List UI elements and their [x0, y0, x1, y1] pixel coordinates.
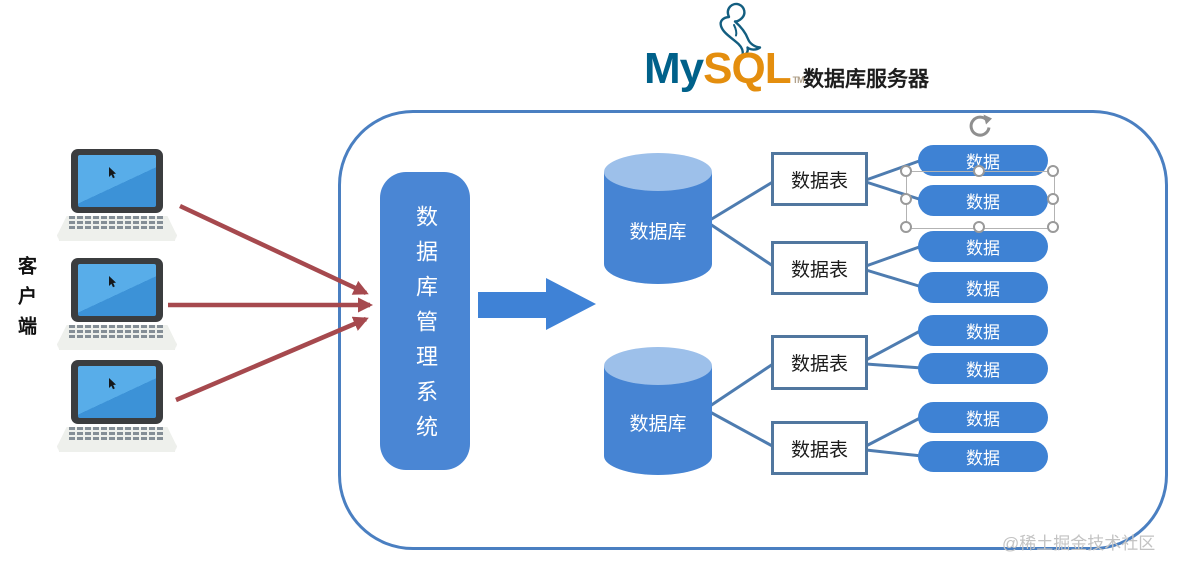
laptop-screen	[71, 360, 163, 424]
dbms-label: 数据库管理系统	[413, 205, 438, 450]
data-pill-8: 数据	[918, 441, 1048, 472]
table-box-2: 数据表	[771, 241, 868, 295]
connector-lines	[709, 158, 923, 458]
selection-handle-bottom-left[interactable]	[900, 221, 912, 233]
flow-arrow	[478, 278, 596, 330]
connector-table1-data1	[865, 158, 923, 182]
mysql-dolphin-icon	[719, 2, 762, 57]
dbms-block: 数据库管理系统	[380, 172, 470, 470]
table-box-1: 数据表	[771, 152, 868, 206]
selection-handle-top-center[interactable]	[973, 165, 985, 177]
connector-table3-data2	[865, 362, 923, 370]
request-arrow-3	[175, 316, 369, 403]
selection-handle-middle-right[interactable]	[1047, 193, 1059, 205]
connector-table3-data1	[865, 328, 923, 362]
selection-handle-top-right[interactable]	[1047, 165, 1059, 177]
selection-handle-top-left[interactable]	[900, 165, 912, 177]
rotate-handle-icon[interactable]	[965, 112, 995, 142]
client-laptop-2	[57, 258, 177, 350]
laptop-keyboard	[57, 325, 177, 350]
connector-table4-data1	[865, 415, 923, 448]
laptop-screen	[71, 258, 163, 322]
database-cylinder-2	[604, 347, 712, 475]
database-cylinder-1	[604, 153, 712, 284]
connector-db2-table1	[709, 360, 777, 408]
cursor-icon	[108, 378, 116, 390]
connector-table4-data2	[865, 448, 923, 458]
connector-table2-data1	[865, 244, 923, 268]
laptop-keyboard	[57, 216, 177, 241]
client-request-arrows	[168, 203, 374, 403]
connector-db1-table2	[709, 222, 777, 270]
selection-handle-bottom-center[interactable]	[973, 221, 985, 233]
watermark-text: @稀土掘金技术社区	[1002, 534, 1156, 553]
cursor-icon	[108, 276, 116, 288]
request-arrow-1	[179, 203, 369, 296]
database-server-caption: 数据库服务器	[803, 68, 929, 91]
table-box-3: 数据表	[771, 335, 868, 390]
connector-table2-data2	[865, 268, 923, 289]
client-laptop-1	[57, 149, 177, 241]
data-pill-7: 数据	[918, 402, 1048, 433]
client-side-label: 客户端	[15, 256, 36, 346]
data-pill-4: 数据	[918, 272, 1048, 303]
data-pill-3: 数据	[918, 231, 1048, 262]
data-pill-2: 数据	[918, 185, 1048, 216]
mysql-wordmark-sql: SQL	[703, 44, 791, 93]
cursor-icon	[108, 167, 116, 179]
connector-db1-table1	[709, 178, 777, 222]
selection-handle-bottom-right[interactable]	[1047, 221, 1059, 233]
mysql-wordmark-my: My	[644, 44, 704, 93]
client-laptop-3	[57, 360, 177, 452]
connector-table1-data2	[865, 180, 923, 202]
laptop-keyboard	[57, 427, 177, 452]
data-pill-5: 数据	[918, 315, 1048, 346]
database-1-label: 数据库	[629, 222, 687, 243]
selection-handle-middle-left[interactable]	[900, 193, 912, 205]
database-2-label: 数据库	[629, 414, 687, 435]
mysql-trademark: TM	[792, 75, 805, 85]
laptop-screen	[71, 149, 163, 213]
data-pill-6: 数据	[918, 353, 1048, 384]
connector-db2-table2	[709, 410, 777, 450]
table-box-4: 数据表	[771, 421, 868, 475]
